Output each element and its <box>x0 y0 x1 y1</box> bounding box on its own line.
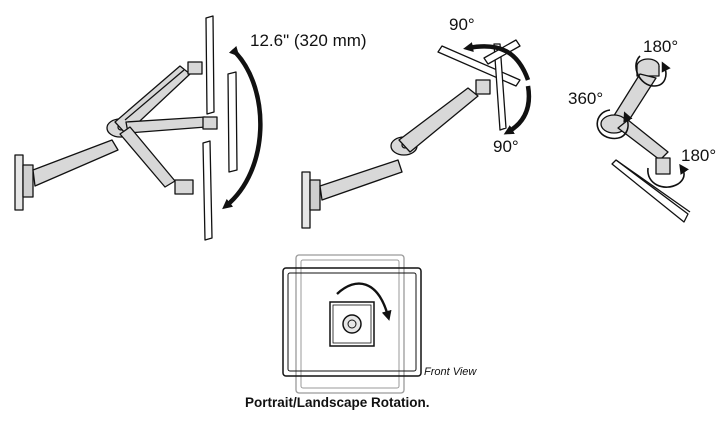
swivel-arrow-top <box>635 55 671 87</box>
caption: Portrait/Landscape Rotation. <box>245 395 430 410</box>
wall-plate <box>301 171 311 229</box>
monitor-bottom <box>202 140 213 241</box>
upper-arm-lowered <box>119 126 176 188</box>
swivel-arrow-middle <box>596 109 633 140</box>
front-view-label: Front View <box>424 366 477 378</box>
monitor-swivel <box>611 159 689 223</box>
swivel-figure <box>600 58 691 223</box>
tilt-up-label: 90° <box>449 15 475 34</box>
tilt-arrow-down <box>503 85 532 135</box>
base-arm <box>32 139 119 187</box>
swivel-top-label: 180° <box>643 37 679 56</box>
height-range-arrow <box>222 45 263 210</box>
wall-plate <box>14 154 24 211</box>
swivel-arrow-bottom <box>647 163 689 188</box>
monitor-landscape <box>282 267 422 377</box>
tilt-arrow-up <box>463 42 531 81</box>
rotation-arrow <box>336 282 392 321</box>
monitor-top <box>205 15 215 115</box>
mount-hub <box>342 314 362 334</box>
monitor-portrait-ghost <box>295 254 405 394</box>
rotation-figure <box>282 254 422 394</box>
swivel-right-label: 180° <box>681 146 717 165</box>
height-range-label: 12.6" (320 mm) <box>250 31 367 50</box>
swivel-left-label: 360° <box>568 89 604 108</box>
tilt-down-label: 90° <box>493 137 519 156</box>
height-adjust-figure <box>14 15 238 241</box>
monitor-middle <box>227 71 238 173</box>
tilt-figure <box>301 39 521 229</box>
